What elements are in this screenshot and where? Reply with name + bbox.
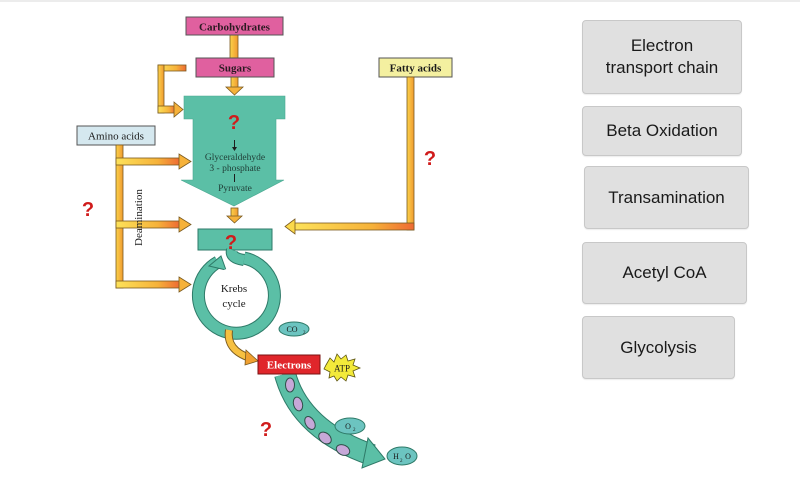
sugar-to-glycolysis-arrow — [224, 76, 245, 96]
tile-label: Acetyl CoA — [622, 263, 707, 282]
pyruvate-to-acetyl-arrow — [225, 207, 244, 224]
deamination-label: Deamination — [133, 189, 145, 246]
pyruvate-label: Pyruvate — [218, 184, 252, 194]
glyceraldehyde-label: Glyceraldehyde — [205, 153, 265, 163]
electrons-node: Electrons — [257, 354, 321, 375]
svg-text:2: 2 — [400, 459, 403, 464]
krebs-label-line1: Krebs — [221, 283, 247, 295]
svg-text:O: O — [345, 422, 351, 431]
carb-to-sugar-arrow — [229, 34, 239, 59]
svg-text:2: 2 — [303, 331, 306, 336]
svg-text:H: H — [393, 452, 399, 461]
amino-acids-blank: ? — [82, 199, 94, 221]
phosphate-label: 3 - phosphate — [209, 164, 260, 174]
amino-acids-node: Amino acids — [76, 125, 156, 146]
metabolism-diagram: Carbohydrates Sugars ? Glyceraldehyde 3 … — [76, 16, 453, 469]
krebs-label-line2: cycle — [222, 298, 245, 310]
tile-label: Beta Oxidation — [606, 121, 718, 140]
sugar-bracket-arrow — [157, 64, 187, 118]
acetyl-node: ? — [197, 228, 273, 254]
carbohydrates-label: Carbohydrates — [199, 22, 271, 34]
tile-label: Glycolysis — [620, 337, 697, 357]
tile-label-line1: Electron — [630, 36, 694, 55]
tile-label: Transamination — [608, 187, 725, 207]
o2-bubble: O 2 — [334, 417, 366, 435]
svg-text:O: O — [405, 452, 411, 461]
fatty-acids-arrow — [284, 76, 415, 235]
svg-text:2: 2 — [353, 428, 356, 433]
top-border — [0, 0, 800, 2]
electron-transport-arrow — [274, 370, 386, 469]
sugars-label: Sugars — [219, 63, 252, 75]
co2-bubble: CO 2 — [278, 321, 310, 337]
fatty-acids-label: Fatty acids — [390, 63, 442, 75]
krebs-to-electrons-arrow — [224, 329, 259, 366]
fatty-acids-node: Fatty acids — [378, 57, 453, 78]
electrons-label: Electrons — [267, 360, 312, 372]
h2o-bubble: H 2 O — [386, 446, 418, 466]
glycolysis-arrow: ? Glyceraldehyde 3 - phosphate Pyruvate — [180, 95, 286, 207]
atp-label: ATP — [334, 364, 350, 374]
answer-tile-glycolysis[interactable]: Glycolysis — [582, 316, 735, 379]
atp-burst: ATP — [323, 353, 362, 382]
svg-text:CO: CO — [286, 325, 297, 334]
answer-tile-electron-transport-chain[interactable]: Electron transport chain — [582, 20, 742, 94]
krebs-cycle: Krebs cycle — [191, 248, 281, 340]
amino-acids-label: Amino acids — [88, 131, 144, 143]
sugars-node: Sugars — [195, 57, 275, 78]
electron-transport-blank: ? — [260, 419, 272, 441]
acetyl-blank: ? — [225, 232, 237, 254]
answer-tile-beta-oxidation[interactable]: Beta Oxidation — [582, 106, 742, 156]
answer-tile-transamination[interactable]: Transamination — [584, 166, 749, 229]
answer-tile-acetyl-coa[interactable]: Acetyl CoA — [582, 242, 747, 304]
tile-label-line2: transport chain — [605, 58, 719, 77]
fatty-acids-blank: ? — [424, 148, 436, 170]
carbohydrates-node: Carbohydrates — [185, 16, 284, 36]
glycolysis-blank: ? — [228, 112, 240, 134]
amino-acids-arrows — [115, 144, 192, 293]
